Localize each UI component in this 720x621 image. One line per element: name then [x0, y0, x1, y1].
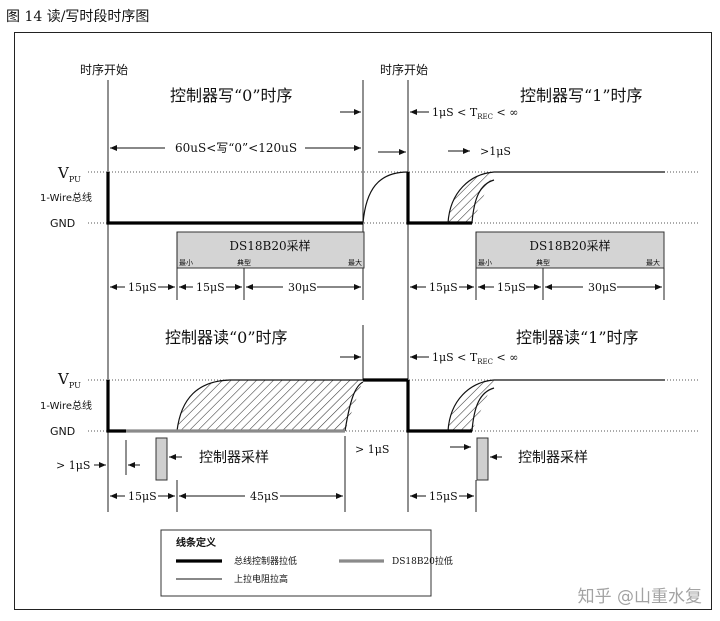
read0-rise-right: [344, 381, 364, 432]
write0-master-low: [106, 172, 363, 225]
read-vpu-label: VPU: [57, 370, 81, 390]
read0-master-sample-marker: [155, 437, 168, 481]
diagram-frame: [14, 32, 712, 610]
read-trec-label: 1μS < TREC < ∞: [432, 351, 518, 366]
write1-max: 最大: [646, 258, 660, 267]
r0-seg15: 15μS: [128, 490, 157, 503]
legend-pullup-label: 上拉电阻拉高: [234, 573, 288, 585]
write1-rise-early: [447, 171, 495, 224]
legend-ds-label: DS18B20拉低: [392, 555, 453, 567]
legend-master-label: 总线控制器拉低: [234, 555, 297, 567]
figure-caption: 图 14 读/写时段时序图: [6, 9, 150, 25]
read1-rise-late: [471, 387, 495, 432]
write0-min: 最小: [179, 258, 193, 267]
write0-range-label: 60uS<写“0”<120uS: [175, 141, 297, 155]
read0-master-low: [106, 380, 126, 433]
write0-title: 控制器写“0”时序: [170, 86, 293, 105]
write0-pullup-rise: [362, 171, 409, 224]
write1-sample-label: DS18B20采样: [529, 238, 610, 253]
w1-seg30: 30μS: [588, 281, 617, 294]
write-gnd-label: GND: [50, 217, 75, 230]
legend-title: 线条定义: [176, 536, 217, 549]
read1-rise-early: [447, 379, 495, 432]
read1-hatch: [448, 380, 494, 431]
read-gnd-label: GND: [50, 425, 75, 438]
slot-start-label-left: 时序开始: [80, 62, 128, 77]
w0-seg30: 30μS: [288, 281, 317, 294]
write1-master-low: [406, 172, 448, 225]
write1-title: 控制器写“1”时序: [520, 86, 643, 105]
w0-seg15a: 15μS: [128, 281, 157, 294]
w1-seg15b: 15μS: [497, 281, 526, 294]
write-trec-label: 1μS < TREC < ∞: [432, 106, 518, 121]
read0-rise-left: [176, 379, 363, 432]
write1-min: 最小: [478, 258, 492, 267]
write-bus-label: 1-Wire总线: [40, 191, 92, 204]
r0-seg45: 45μS: [250, 490, 279, 503]
slot-start-label-right: 时序开始: [380, 62, 428, 77]
read1-master-sample-label: 控制器采样: [518, 450, 588, 466]
write0-sample-label: DS18B20采样: [229, 238, 310, 253]
w1-seg15a: 15μS: [429, 281, 458, 294]
read-seg-ticks: [176, 436, 477, 512]
legend-box: [160, 529, 432, 597]
write0-typ: 典型: [237, 258, 251, 267]
r1-seg15: 15μS: [429, 490, 458, 503]
write0-max: 最大: [348, 258, 362, 267]
read0-gt1-label: > 1μS: [56, 459, 90, 472]
w0-seg15b: 15μS: [196, 281, 225, 294]
write-vpu-label: VPU: [57, 164, 81, 184]
read-mid-gt1-label: > 1μS: [355, 443, 389, 456]
watermark: 知乎 @山重水复: [577, 587, 702, 607]
read-bus-label: 1-Wire总线: [40, 399, 92, 412]
write1-rise-late: [471, 179, 495, 224]
write1-sample-box: [475, 231, 665, 269]
write1-hatch: [448, 172, 494, 223]
read1-master-low: [406, 380, 448, 433]
read0-hatch: [177, 380, 363, 431]
read0-title: 控制器读“0”时序: [165, 328, 288, 347]
read1-master-sample-marker: [476, 437, 489, 481]
write1-typ: 典型: [536, 258, 550, 267]
write-seg-ticks: [176, 232, 665, 300]
read0-master-sample-label: 控制器采样: [199, 450, 269, 466]
read1-title: 控制器读“1”时序: [516, 328, 639, 347]
write1-gt1-label: >1μS: [480, 145, 511, 158]
